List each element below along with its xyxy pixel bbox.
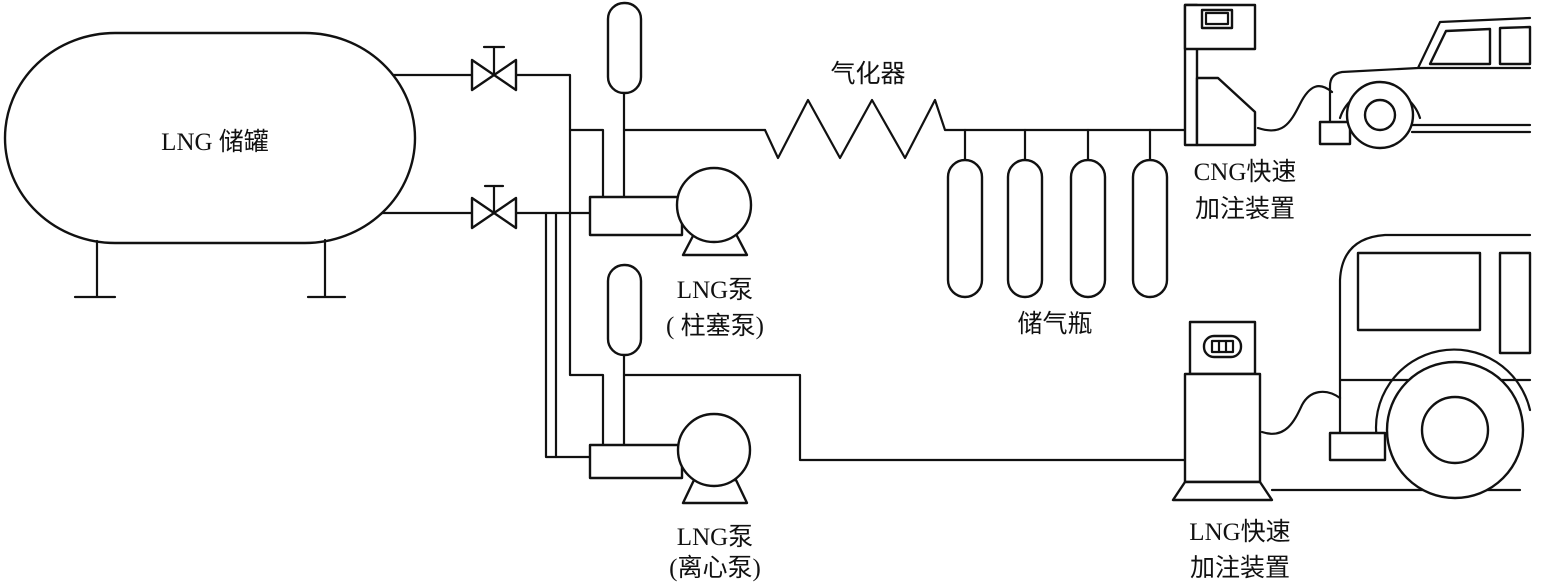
tank-outlet-piping bbox=[380, 73, 605, 459]
storage-cylinder bbox=[1069, 158, 1107, 299]
cng-dispenser-label-line2: 加注装置 bbox=[1195, 195, 1295, 223]
cng-hose bbox=[1256, 85, 1334, 132]
bus-window-front bbox=[1356, 251, 1482, 332]
lng-dispenser-label-line1: LNG快速 bbox=[1189, 518, 1290, 546]
cng-dispenser-screen-inner bbox=[1204, 11, 1230, 26]
storage-cylinder bbox=[1006, 158, 1044, 299]
upper-branch-to-plunger-pump bbox=[568, 128, 605, 199]
lng-dispenser: LNG快速 加注装置 bbox=[1171, 320, 1342, 582]
plunger-pump-label-line2: ( 柱塞泵) bbox=[666, 312, 764, 340]
lng-dispenser-display-digits bbox=[1217, 339, 1228, 354]
cng-dispenser-label-line1: CNG快速 bbox=[1194, 158, 1297, 186]
plunger-pump-inlet bbox=[588, 195, 684, 237]
centrifugal-accumulator bbox=[606, 263, 643, 357]
car-bumper bbox=[1318, 120, 1352, 146]
tank-leg-right bbox=[306, 238, 347, 299]
lng-storage-tank: LNG 储罐 bbox=[3, 31, 417, 299]
car-wheel-hub bbox=[1363, 98, 1397, 132]
centrifugal-pump-label-line1: LNG泵 bbox=[677, 524, 753, 551]
centrifugal-pump-label-line2: (离心泵) bbox=[669, 554, 761, 582]
bus-wheel-arch bbox=[1374, 348, 1532, 442]
vaporizer-label: 气化器 bbox=[830, 60, 905, 88]
bus-wheel-hub bbox=[1420, 395, 1490, 465]
plunger-accumulator bbox=[606, 1, 643, 95]
lower-branch-to-centrifugal-pump bbox=[544, 211, 592, 459]
bus-window-side bbox=[1498, 251, 1532, 355]
car-window-rear bbox=[1498, 25, 1532, 66]
lng-dispenser-display-inner bbox=[1210, 339, 1235, 354]
car-body bbox=[1328, 16, 1532, 134]
upper-pipe-valve-to-pumps bbox=[514, 73, 605, 447]
centrifugal-pump-casing bbox=[676, 412, 752, 488]
plunger-pump-label-line1: LNG泵 bbox=[677, 277, 753, 304]
lng-dispenser-body bbox=[1183, 372, 1262, 484]
lng-hose bbox=[1260, 390, 1342, 435]
bus bbox=[1270, 233, 1532, 500]
upper-valve-stem bbox=[482, 45, 506, 77]
tank-leg-left bbox=[73, 239, 117, 299]
tank-label: LNG 储罐 bbox=[161, 128, 269, 156]
upper-valve bbox=[470, 45, 518, 92]
vaporizer: 气化器 bbox=[763, 60, 1187, 160]
lng-dispenser-base bbox=[1171, 480, 1274, 502]
tank-body bbox=[3, 31, 417, 245]
cng-dispenser: CNG快速 加注装置 bbox=[1183, 3, 1334, 223]
centrifugal-pump-unit: LNG泵 (离心泵) bbox=[588, 263, 1187, 582]
lng-dispenser-label-line2: 加注装置 bbox=[1190, 554, 1290, 582]
cng-nozzle-holder bbox=[1195, 76, 1257, 147]
cylinder-connector bbox=[963, 128, 1152, 162]
storage-cylinders: 储气瓶 bbox=[946, 128, 1169, 338]
bus-bumper bbox=[1328, 431, 1387, 462]
plunger-pump-casing bbox=[675, 166, 753, 244]
centrifugal-pump-inlet bbox=[588, 443, 684, 480]
storage-cylinder bbox=[1131, 158, 1169, 299]
lng-dispenser-display bbox=[1202, 334, 1243, 359]
storage-cylinders-label: 储气瓶 bbox=[1017, 310, 1092, 338]
lower-valve bbox=[470, 184, 518, 230]
storage-cylinder bbox=[946, 158, 984, 299]
lower-valve-stem bbox=[483, 184, 505, 215]
plunger-pump-unit: LNG泵 ( 柱塞泵) bbox=[588, 1, 767, 340]
vaporizer-coil bbox=[763, 98, 1187, 160]
lng-supply-line bbox=[622, 373, 1187, 462]
car-window-front bbox=[1428, 27, 1492, 66]
car bbox=[1318, 16, 1532, 150]
